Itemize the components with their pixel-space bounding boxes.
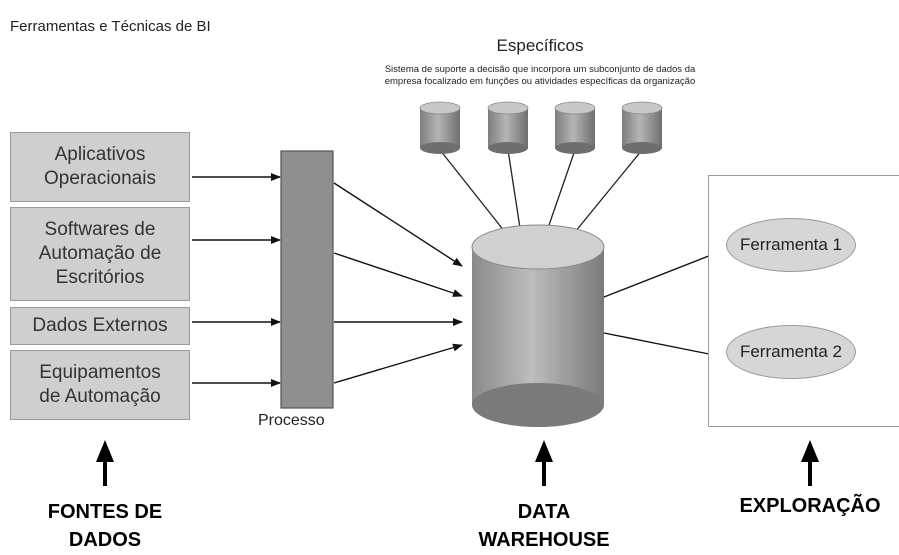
especificos-cylinder-3	[554, 101, 596, 154]
especificos-connectors	[439, 149, 643, 233]
tool-1-ellipse: Ferramenta 1	[726, 218, 856, 272]
exploracao-arrows	[603, 249, 725, 360]
diagram-title: Ferramentas e Técnicas de BI	[10, 18, 211, 35]
especificos-description: Sistema de suporte a decisão que incorpo…	[384, 64, 696, 87]
source-dados-externos: Dados Externos	[10, 307, 190, 345]
up-arrows	[96, 440, 819, 486]
exploracao-box	[708, 175, 899, 427]
especificos-cylinder-1	[419, 101, 461, 154]
especificos-title: Específicos	[496, 36, 584, 55]
especificos-cylinder-2	[487, 101, 529, 154]
label-fontes-de-dados: FONTES DE DADOS	[47, 501, 163, 551]
label-exploracao: EXPLORAÇÃO	[739, 495, 881, 517]
processo-arrows	[333, 182, 463, 384]
tool-2-ellipse: Ferramenta 2	[726, 325, 856, 379]
source-arrows	[192, 173, 281, 387]
label-data-warehouse: DATA WAREHOUSE	[478, 501, 610, 551]
processo-label: Processo	[258, 412, 325, 429]
processo-bar	[280, 150, 334, 409]
source-softwares-automacao: Softwares de Automação de Escritórios	[10, 207, 190, 301]
data-warehouse-cylinder	[471, 224, 605, 427]
source-aplicativos-operacionais: Aplicativos Operacionais	[10, 132, 190, 202]
especificos-cylinder-4	[621, 101, 663, 154]
source-equipamentos-automacao: Equipamentos de Automação	[10, 350, 190, 420]
